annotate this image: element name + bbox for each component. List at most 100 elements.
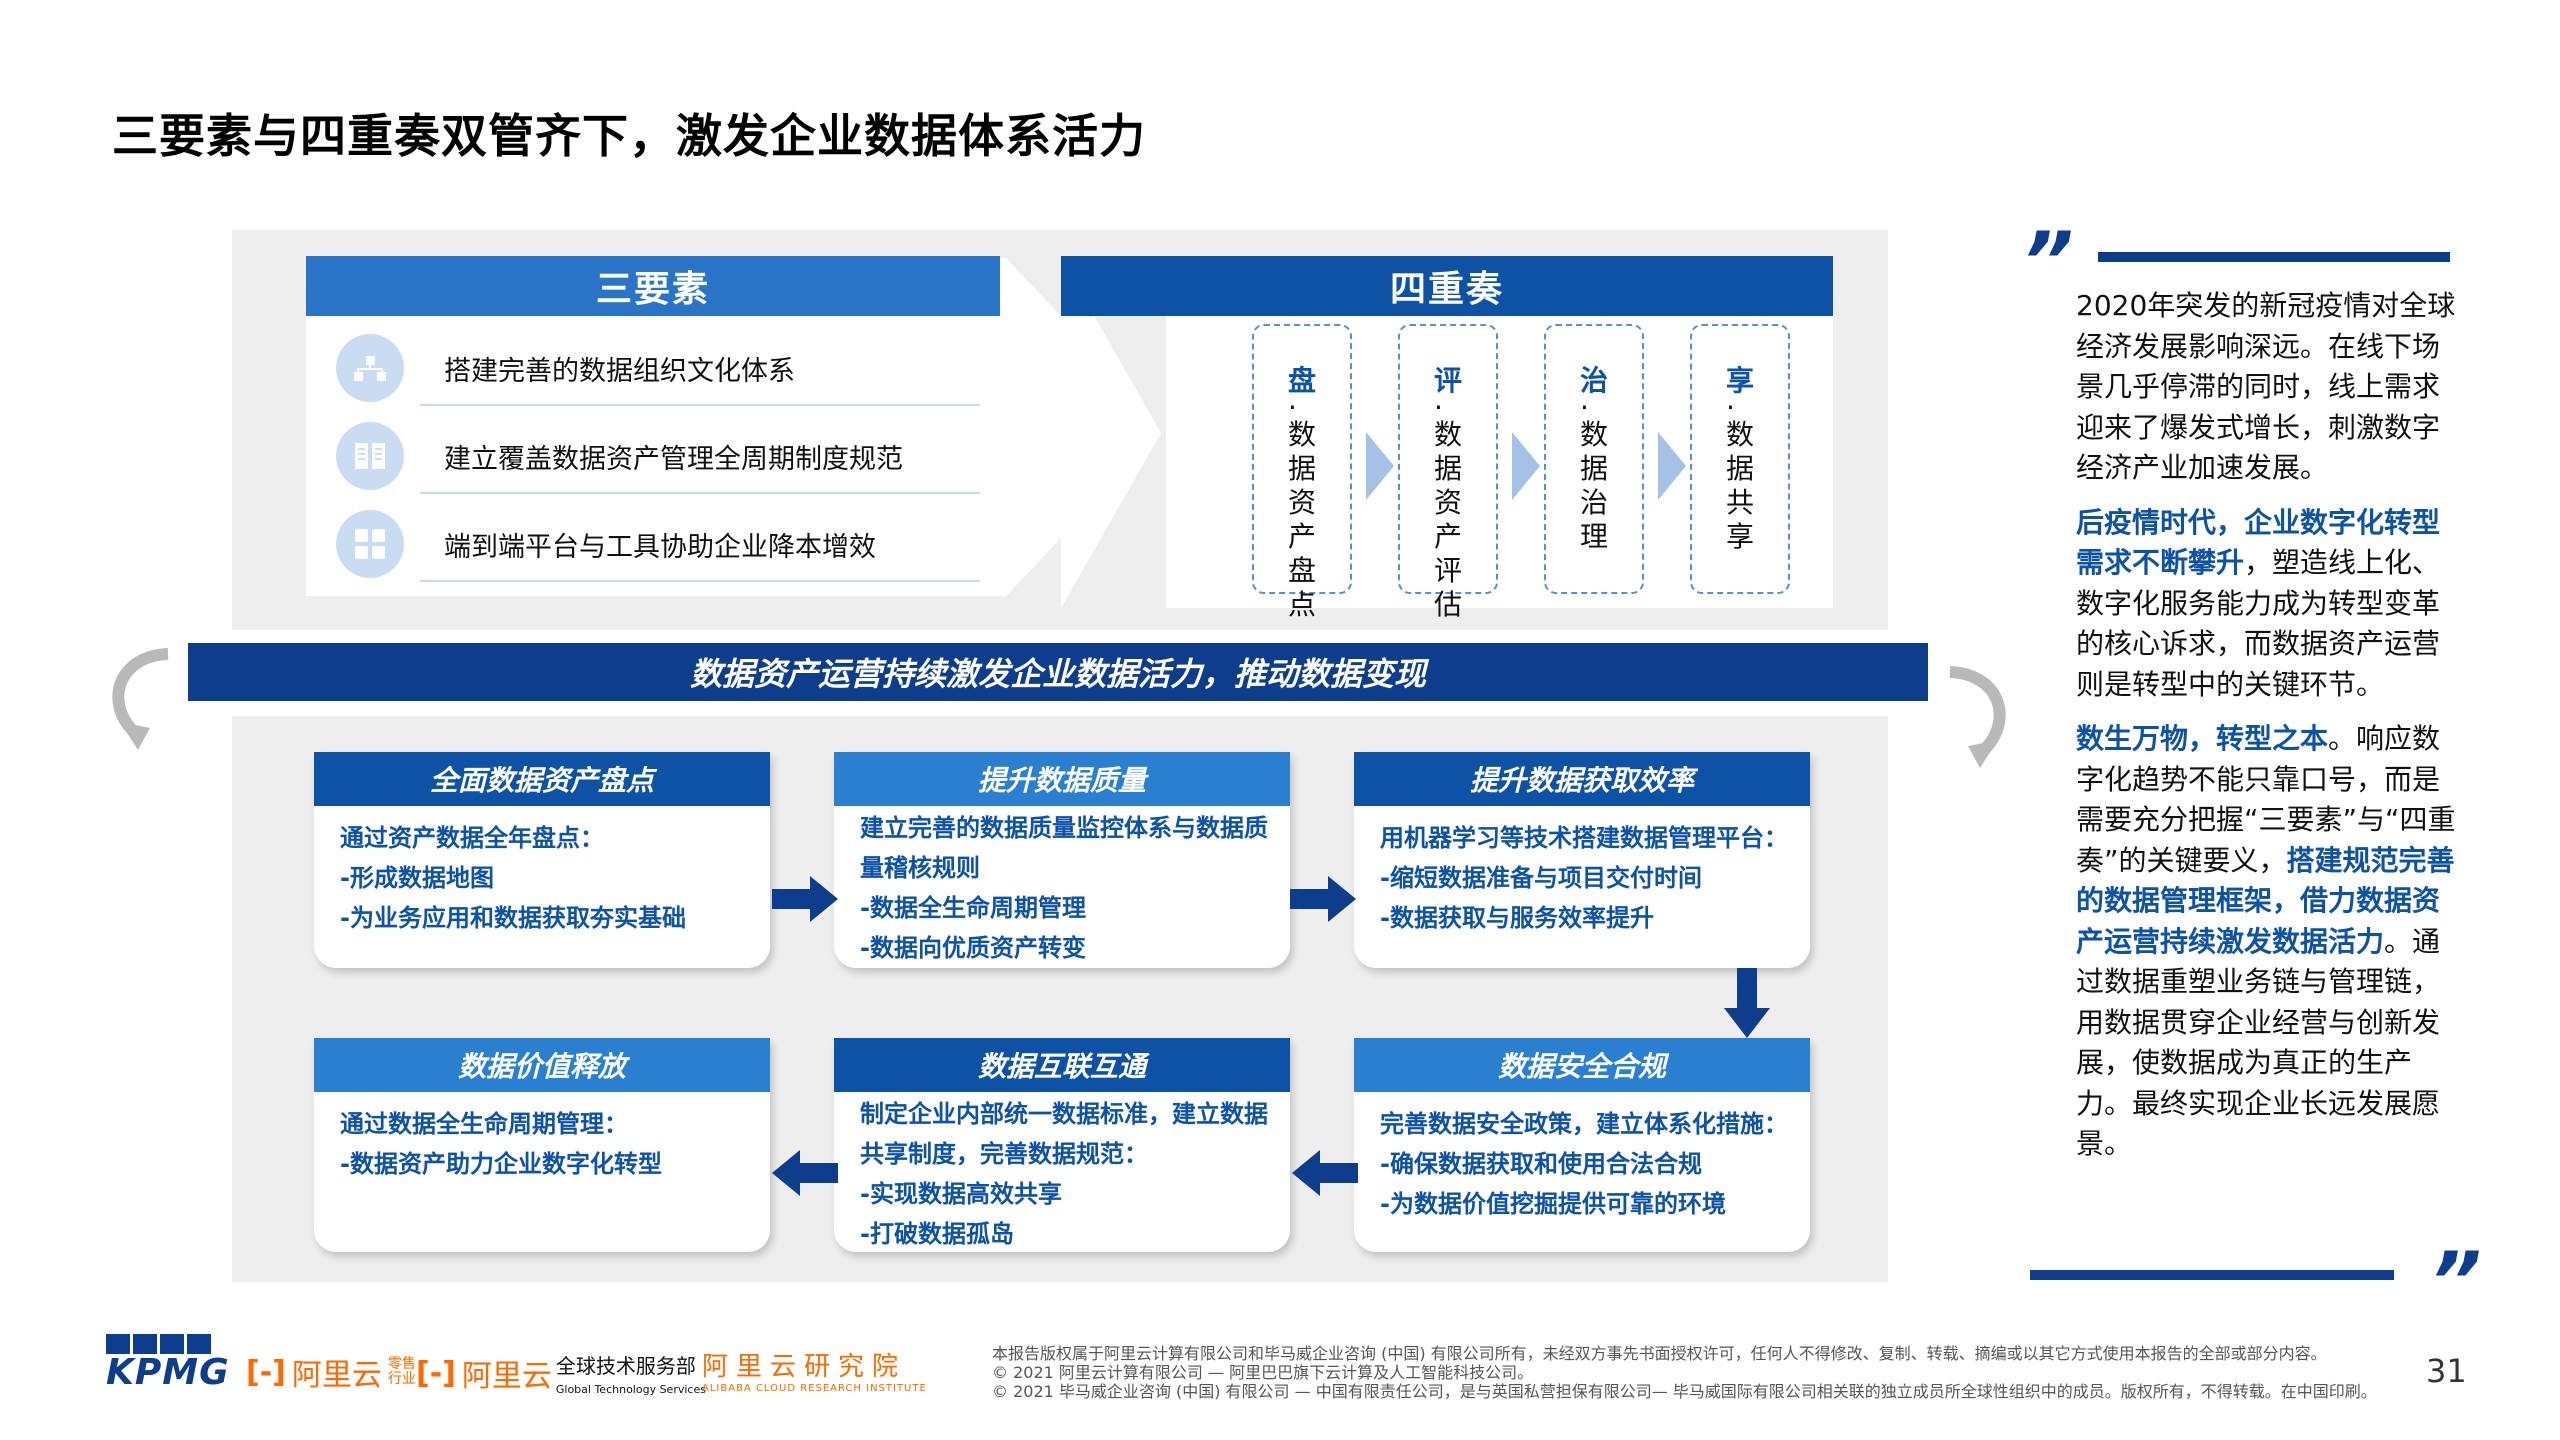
arrow-down-icon [1724,968,1770,1038]
side-highlight: 数生万物，转型之本 [2076,722,2329,755]
factor-text: 端到端平台与工具协助企业降本增效 [444,531,876,563]
side-text-span: 。响应数字化趋势不能只靠口号，而是需要充分把握“三要素”与“四重奏”的关键要义， [2076,722,2456,877]
arrow-left-icon [772,1150,838,1196]
card-line: 共享制度，完善数据规范： [860,1140,1148,1168]
copyright-line: © 2021 阿里云计算有限公司 — 阿里巴巴旗下云计算及人工智能科技公司。 [992,1363,1534,1382]
card-title: 数据安全合规 [1354,1038,1810,1092]
quartet-key: 享 [1725,364,1754,397]
card-line: 量稽核规则 [860,854,980,882]
aliyun-name: 阿里云 [291,1358,382,1393]
step-arrow-icon [1366,432,1394,500]
aliyun-retail-logo: [-] 阿里云 零售行业 [246,1350,416,1394]
quartet-text: ·数据治理 [1579,391,1608,554]
factor-text: 搭建完善的数据组织文化体系 [444,355,795,387]
quartet-key: 治 [1579,364,1608,397]
quote-close-icon: ” [2430,1235,2482,1328]
three-elements-chevron [306,258,1166,596]
card-title: 提升数据获取效率 [1354,752,1810,806]
card-title: 数据互联互通 [834,1038,1290,1092]
kpmg-wordmark: KPMG [106,1352,230,1393]
aliyun-gts-logo: [-] 阿里云 全球技术服务部 Global Technology Servic… [416,1350,706,1396]
card-line: -数据全生命周期管理 [860,894,1086,922]
divider [2030,1270,2394,1280]
side-paragraph: 后疫情时代，企业数字化转型需求不断攀升，塑造线上化、数字化服务能力成为转型变革的… [2076,503,2460,706]
copyright-line: © 2021 毕马威企业咨询 (中国) 有限公司 — 中国有限责任公司，是与英国… [992,1382,2377,1401]
card-line: 用机器学习等技术搭建数据管理平台： [1380,824,1788,852]
factor-item: 端到端平台与工具协助企业降本增效 [336,500,986,588]
card-line: -数据向优质资产转变 [860,934,1086,962]
card-line: -数据获取与服务效率提升 [1380,904,1654,932]
quartet-text: ·数据资产评估 [1433,391,1462,622]
divider [420,492,980,494]
kpmg-squares-icon [106,1334,230,1354]
process-card: 全面数据资产盘点 通过资产数据全年盘点： -形成数据地图 -为业务应用和数据获取… [314,752,770,968]
card-line: 制定企业内部统一数据标准，建立数据 [860,1100,1268,1128]
card-line: 建立完善的数据质量监控体系与数据质 [860,814,1268,842]
aliyun-sub-line: 行业 [387,1371,416,1387]
card-line: 通过资产数据全年盘点： [340,824,604,852]
card-title: 全面数据资产盘点 [314,752,770,806]
card-line: -形成数据地图 [340,864,494,892]
card-line: -数据资产助力企业数字化转型 [340,1150,662,1178]
three-elements-header: 三要素 [306,256,1000,316]
quartet-text: ·数据共享 [1725,391,1754,554]
factor-text: 建立覆盖数据资产管理全周期制度规范 [444,443,903,475]
step-arrow-icon [1512,432,1540,500]
banner: 数据资产运营持续激发企业数据活力，推动数据变现 [188,643,1928,701]
divider [420,580,980,582]
four-quartet-header: 四重奏 [1061,256,1833,316]
card-line: -确保数据获取和使用合法合规 [1380,1150,1702,1178]
quartet-step: 治 ·数据治理 [1544,324,1644,594]
kpmg-logo: KPMG [106,1334,230,1393]
card-title: 提升数据质量 [834,752,1290,806]
card-title: 数据价值释放 [314,1038,770,1092]
side-text-span: 。通过数据重塑业务链与管理链，用数据贯穿企业经营与创新发展，使数据成为真正的生产… [2076,924,2441,1161]
book-icon [336,422,404,490]
divider [420,404,980,406]
card-line: 完善数据安全政策，建立体系化措施： [1380,1110,1788,1138]
side-commentary: 2020年突发的新冠疫情对全球经济发展影响深远。在线下场景几乎停滞的同时，线上需… [2076,286,2460,1179]
research-en: ALIBABA CLOUD RESEARCH INSTITUTE [702,1383,927,1394]
copyright-line: 本报告版权属于阿里云计算有限公司和毕马威企业咨询 (中国) 有限公司所有，未经双… [992,1344,2327,1363]
quartet-step: 享 ·数据共享 [1690,324,1790,594]
quartet-step: 评 ·数据资产评估 [1398,324,1498,621]
quote-open-icon: ” [2022,215,2074,308]
aliyun-gts-en: Global Technology Services [555,1383,706,1396]
side-paragraph: 数生万物，转型之本。响应数字化趋势不能只靠口号，而是需要充分把握“三要素”与“四… [2076,719,2460,1165]
quartet-key: 盘 [1287,364,1316,397]
copyright-notice: 本报告版权属于阿里云计算有限公司和毕马威企业咨询 (中国) 有限公司所有，未经双… [992,1344,2377,1401]
quartet-key: 评 [1433,364,1462,397]
divider [2098,252,2450,262]
side-paragraph: 2020年突发的新冠疫情对全球经济发展影响深远。在线下场景几乎停滞的同时，线上需… [2076,289,2456,484]
page-number: 31 [2426,1352,2467,1390]
aliyun-bracket-icon: [-] [246,1354,286,1390]
factor-item: 建立覆盖数据资产管理全周期制度规范 [336,412,986,500]
arrow-right-icon [772,876,838,922]
factor-item: 搭建完善的数据组织文化体系 [336,324,986,412]
step-arrow-icon [1658,432,1686,500]
research-name: 阿里云研究院 [702,1352,907,1382]
process-card: 数据价值释放 通过数据全生命周期管理： -数据资产助力企业数字化转型 [314,1038,770,1252]
aliyun-sub: 零售行业 [388,1357,416,1387]
process-card: 数据安全合规 完善数据安全政策，建立体系化措施： -确保数据获取和使用合法合规 … [1354,1038,1810,1252]
arrow-right-icon [1290,876,1356,922]
aliyun-research-logo: 阿里云研究院 ALIBABA CLOUD RESEARCH INSTITUTE [702,1346,927,1394]
card-line: -为业务应用和数据获取夯实基础 [340,904,686,932]
quartet-text: ·数据资产盘点 [1287,391,1316,622]
cycle-arrow-right-icon [1949,666,2006,768]
card-line: 通过数据全生命周期管理： [340,1110,628,1138]
cycle-arrow-left-icon [112,648,169,750]
grid-icon [336,510,404,578]
card-line: -打破数据孤岛 [860,1220,1014,1248]
quartet-step: 盘 ·数据资产盘点 [1252,324,1352,621]
aliyun-name: 阿里云 [461,1359,552,1394]
aliyun-gts-name: 全球技术服务部 [555,1354,696,1378]
card-line: -缩短数据准备与项目交付时间 [1380,864,1702,892]
page-title: 三要素与四重奏双管齐下，激发企业数据体系活力 [112,109,1146,163]
aliyun-sub-line: 零售 [387,1356,416,1372]
process-card: 提升数据获取效率 用机器学习等技术搭建数据管理平台： -缩短数据准备与项目交付时… [1354,752,1810,968]
arrow-left-icon [1292,1150,1358,1196]
side-highlight: 搭建规范完善的数据管理框架，借力数据资产运营持续激发数据活力 [2076,843,2455,958]
process-card: 提升数据质量 建立完善的数据质量监控体系与数据质 量稽核规则 -数据全生命周期管… [834,752,1290,968]
side-text-span: ，塑造线上化、数字化服务能力成为转型变革的核心诉求，而数据资产运营则是转型中的关… [2076,546,2441,701]
